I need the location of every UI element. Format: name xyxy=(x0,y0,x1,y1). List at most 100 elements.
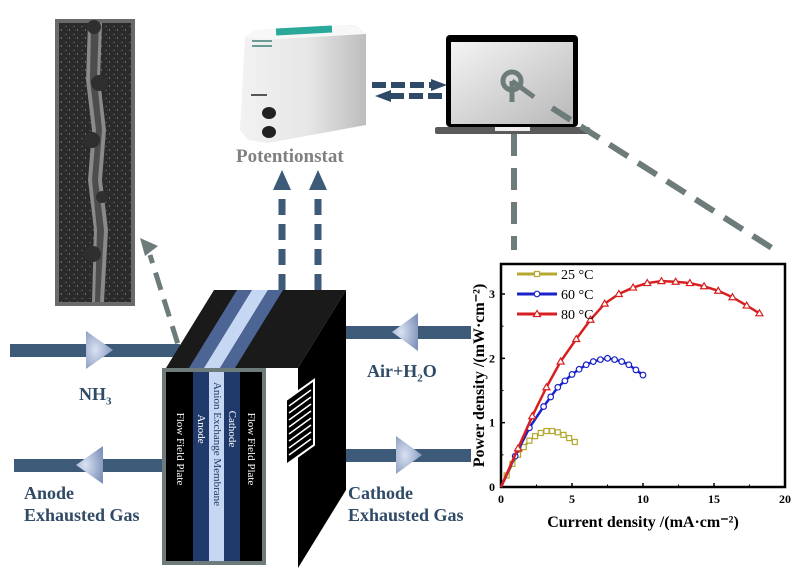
data-point xyxy=(625,361,633,369)
potentiostat-label: Potentionstat xyxy=(236,146,344,167)
data-point xyxy=(742,300,752,309)
x-tick-label: 5 xyxy=(569,492,575,506)
fuel-cell-stack xyxy=(162,290,346,568)
laptop-computer xyxy=(435,35,590,134)
data-point xyxy=(554,383,562,391)
nh3-inlet-arrow xyxy=(10,331,180,369)
nh3-label-subscript: 3 xyxy=(106,395,112,408)
cell-layer-label: Anion Exchange Membrane xyxy=(210,381,223,506)
data-point xyxy=(754,308,764,317)
data-point xyxy=(632,366,640,374)
cathode-exhaust-line2: Exhausted Gas xyxy=(348,505,464,525)
air-label-tail: O xyxy=(422,361,437,381)
air-label-subscript: 2 xyxy=(417,372,423,385)
data-point xyxy=(532,309,542,318)
nh3-label: NH3 xyxy=(79,384,112,408)
cathode-exhaust-arrow xyxy=(345,436,471,474)
data-point xyxy=(571,334,581,343)
data-point xyxy=(568,371,576,378)
data-point xyxy=(556,356,566,365)
data-point xyxy=(531,433,539,440)
data-point xyxy=(727,292,738,301)
data-link-arrows xyxy=(372,79,452,102)
data-point xyxy=(628,282,638,291)
data-point xyxy=(585,315,596,323)
air-h2o-label: Air+H2O xyxy=(367,361,437,385)
cell-layer-2 xyxy=(193,372,209,561)
data-point xyxy=(614,289,624,298)
air-inlet-arrow xyxy=(345,313,471,351)
data-point xyxy=(526,437,533,444)
y-tick-label: 1 xyxy=(489,416,495,430)
legend-item: 60 °C xyxy=(517,288,593,303)
series-60c xyxy=(499,354,647,488)
data-point xyxy=(639,371,647,379)
data-point xyxy=(541,382,551,391)
data-point xyxy=(600,298,610,307)
legend-label: 60 °C xyxy=(561,288,593,303)
data-point xyxy=(671,277,681,285)
data-point xyxy=(685,278,695,287)
cathode-exhaust-line1: Cathode xyxy=(348,483,414,503)
x-tick-label: 15 xyxy=(708,492,720,506)
y-tick-label: 3 xyxy=(489,287,495,301)
sem-link-dashed-line xyxy=(140,238,189,371)
potentiostat-device xyxy=(240,25,366,143)
data-point xyxy=(527,411,537,420)
legend-label: 25 °C xyxy=(561,268,593,283)
data-point xyxy=(543,427,550,435)
anode-exhaust-label: Anode Exhausted Gas xyxy=(24,482,140,526)
legend-label: 80 °C xyxy=(561,308,593,323)
y-tick-label: 0 xyxy=(489,480,495,494)
cell-layer-label: Flow Field Plate xyxy=(245,412,257,486)
nh3-label-main: NH xyxy=(79,384,106,404)
data-point xyxy=(575,365,583,373)
cell-layer-5 xyxy=(240,372,262,561)
data-point xyxy=(561,377,569,385)
legend-item: 80 °C xyxy=(517,308,593,323)
data-point xyxy=(656,276,667,285)
data-point xyxy=(611,356,618,364)
data-point xyxy=(520,444,527,451)
grille-icon xyxy=(285,378,315,467)
x-tick-label: 0 xyxy=(498,492,504,506)
series-80c xyxy=(499,276,764,488)
data-point xyxy=(533,290,541,298)
data-point xyxy=(554,429,561,436)
data-point xyxy=(549,427,556,435)
data-point xyxy=(540,403,547,410)
data-point xyxy=(618,358,626,365)
cell-to-potentiostat-arrows xyxy=(273,170,327,290)
anode-exhaust-line2: Exhausted Gas xyxy=(24,505,140,525)
air-label-main: Air+H xyxy=(367,361,418,381)
cell-layer-4 xyxy=(224,372,240,561)
data-point xyxy=(533,270,541,278)
anode-exhaust-arrow xyxy=(14,446,164,484)
data-point xyxy=(589,358,597,365)
magnifier-icon xyxy=(500,69,536,102)
y-tick-label: 2 xyxy=(489,351,495,365)
y-axis-label: Power density /(mW·cm⁻²) xyxy=(471,284,488,468)
data-point xyxy=(699,281,709,290)
data-point xyxy=(537,429,544,437)
data-point xyxy=(597,356,604,364)
sem-cross-section-image xyxy=(55,19,135,306)
data-point xyxy=(571,438,578,446)
legend-item: 25 °C xyxy=(517,268,593,283)
data-point xyxy=(713,286,723,294)
cell-layer-label: Cathode xyxy=(226,410,238,448)
data-point xyxy=(642,278,652,287)
data-point xyxy=(560,431,567,438)
x-axis-label: Current density /(mA·cm⁻²) xyxy=(547,514,739,531)
cell-layer-label: Flow Field Plate xyxy=(173,412,186,486)
zoom-dashed-lines xyxy=(511,105,777,253)
data-point xyxy=(582,361,590,369)
data-point xyxy=(566,435,573,442)
cell-layer-3 xyxy=(209,372,224,561)
x-tick-label: 20 xyxy=(779,492,791,506)
data-point xyxy=(513,443,523,452)
cell-layer-1 xyxy=(166,372,193,561)
x-tick-label: 10 xyxy=(637,492,649,506)
